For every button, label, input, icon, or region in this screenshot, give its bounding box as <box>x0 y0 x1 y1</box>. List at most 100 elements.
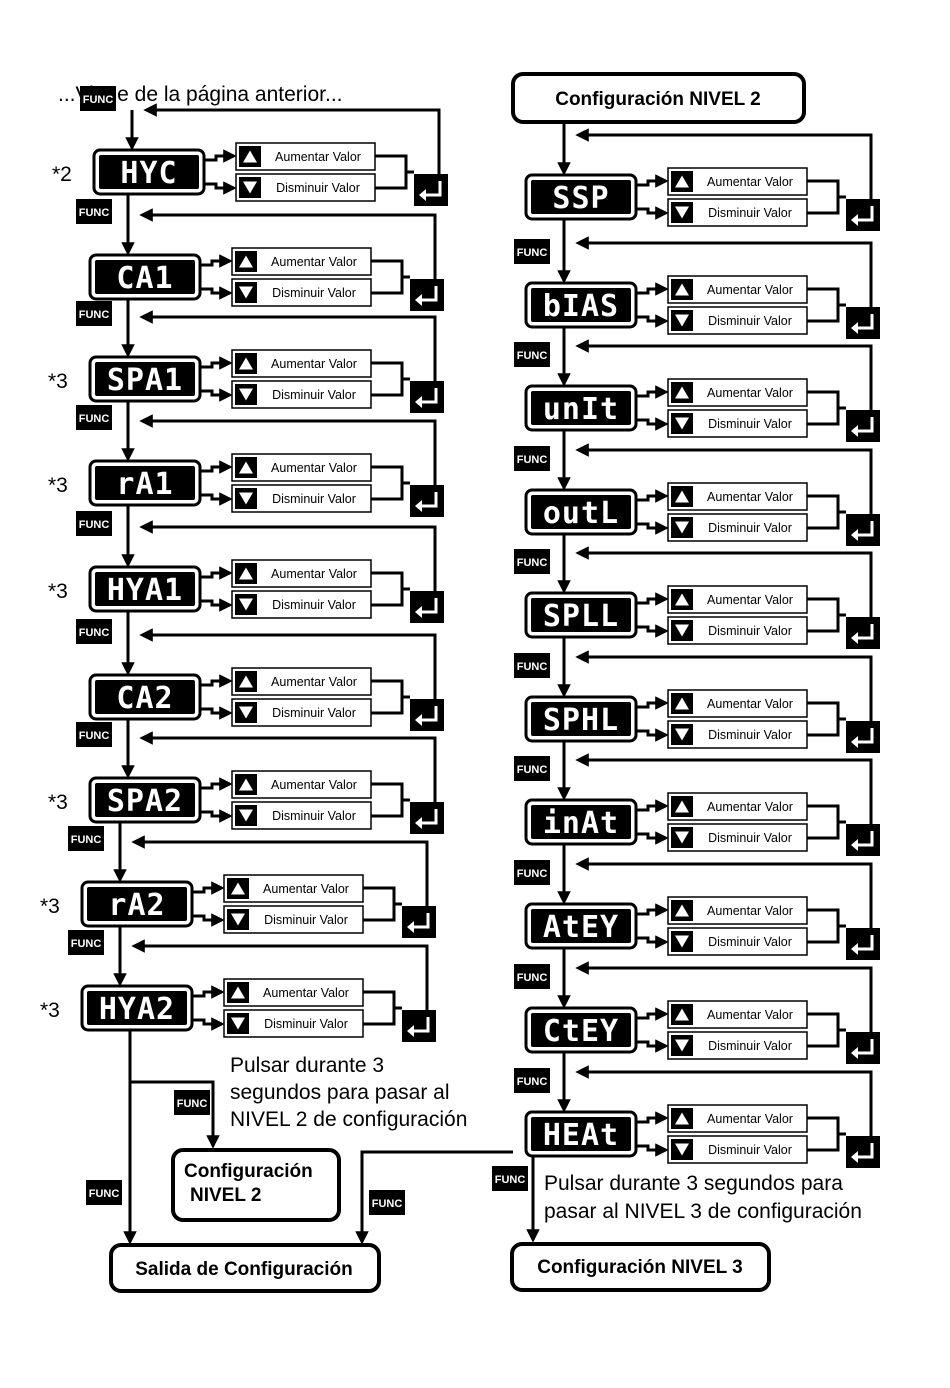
enter-key-icon <box>410 485 444 517</box>
to-down-button <box>636 624 669 638</box>
display-screen <box>99 155 199 189</box>
level2-top-terminal: Configuración NIVEL 2 <box>511 72 806 124</box>
enter-key-body <box>410 485 444 517</box>
up-triangle-icon <box>675 1008 689 1021</box>
func-key-label: FUNC <box>79 207 110 219</box>
to-up-button <box>200 777 233 791</box>
func-key-body <box>76 301 112 326</box>
return-loop <box>139 628 437 699</box>
down-button-label: Disminuir Valor <box>264 1017 348 1031</box>
to-up-button <box>192 881 225 895</box>
down-triangle-icon <box>239 706 253 719</box>
parameter-step: unIt <box>524 384 638 432</box>
return-loop <box>139 310 437 381</box>
exit-terminal: Salida de Configuración <box>109 1243 381 1293</box>
func-key-label: FUNC <box>79 627 110 639</box>
to-down-button <box>200 492 233 506</box>
note-left-line1: Pulsar durante 3 <box>230 1054 384 1077</box>
to-up-button <box>200 566 233 580</box>
note-right-line1: Pulsar durante 3 segundos para <box>544 1172 843 1195</box>
func-key-body <box>514 1068 550 1093</box>
display-screen <box>531 598 631 632</box>
up-button: Aumentar Valor <box>667 1104 808 1133</box>
enter-arrow-stroke <box>420 598 438 614</box>
button-bracket <box>807 179 840 215</box>
parameter-step: CtEY <box>524 1006 638 1054</box>
func-key-icon: FUNC <box>68 826 104 851</box>
to-down-button <box>636 728 669 742</box>
down-triangle-icon <box>675 314 689 327</box>
enter-arrow-head <box>851 1151 858 1163</box>
display-code: bIAS <box>543 289 619 324</box>
func-key-body <box>514 342 550 367</box>
up-button: Aumentar Valor <box>667 482 808 511</box>
parameter-step: SPLL <box>524 591 638 639</box>
up-button-label: Aumentar Valor <box>707 593 793 607</box>
func-key-icon: FUNC <box>86 1180 122 1205</box>
parameter-step: inAt <box>524 798 638 846</box>
enter-arrow-head <box>851 529 858 541</box>
display-code: HYA1 <box>107 573 183 608</box>
func-key-icon: FUNC <box>76 722 112 747</box>
func-key-label: FUNC <box>517 661 548 673</box>
down-button: Disminuir Valor <box>667 720 808 749</box>
display-screen <box>87 887 187 921</box>
display-screen <box>531 391 631 425</box>
up-button-label: Aumentar Valor <box>271 461 357 475</box>
down-triangle-icon <box>675 1039 689 1052</box>
display-screen <box>531 1117 631 1151</box>
parameter-step: CA1 <box>88 253 202 301</box>
down-triangle-icon <box>231 1017 245 1030</box>
enter-key-icon <box>846 928 880 960</box>
down-button-label: Disminuir Valor <box>708 728 792 742</box>
down-button: Disminuir Valor <box>667 306 808 335</box>
up-triangle-icon <box>239 567 253 580</box>
enter-key-icon <box>410 381 444 413</box>
up-button: Aumentar Valor <box>231 453 372 482</box>
down-triangle-icon <box>239 286 253 299</box>
step-note: *3 <box>48 474 68 497</box>
func-key-body <box>76 722 112 747</box>
button-bracket <box>807 1012 840 1048</box>
display-screen <box>87 991 187 1025</box>
down-button-label: Disminuir Valor <box>272 388 356 402</box>
down-button: Disminuir Valor <box>667 927 808 956</box>
return-loop <box>575 961 873 1032</box>
enter-key-body <box>402 906 436 938</box>
to-up-button <box>200 254 233 268</box>
to-down-button <box>204 181 237 195</box>
enter-arrow-stroke <box>420 492 438 508</box>
down-button-label: Disminuir Valor <box>276 181 360 195</box>
to-up-button <box>200 674 233 688</box>
func-key-label: FUNC <box>177 1098 208 1110</box>
down-button-label: Disminuir Valor <box>708 314 792 328</box>
down-button: Disminuir Valor <box>667 198 808 227</box>
up-button-label: Aumentar Valor <box>271 567 357 581</box>
func-key-icon: FUNC <box>76 199 112 224</box>
up-button: Aumentar Valor <box>667 1000 808 1029</box>
func-key-icon: FUNC <box>514 446 550 471</box>
parameter-step: outL <box>524 488 638 536</box>
enter-arrow-head <box>851 736 858 748</box>
level2-box-line1: Configuración <box>184 1161 313 1182</box>
enter-arrow-stroke <box>856 314 874 330</box>
func-key-icon: FUNC <box>369 1190 405 1215</box>
down-button: Disminuir Valor <box>667 409 808 438</box>
to-up-button <box>636 282 669 296</box>
enter-key-icon <box>414 174 448 206</box>
parameter-step: SSP <box>524 173 638 221</box>
exit-label: Salida de Configuración <box>135 1259 352 1280</box>
display-screen <box>95 466 195 500</box>
return-loop <box>575 339 873 410</box>
enter-key-body <box>846 410 880 442</box>
parameter-step: SPA2*3 <box>48 776 202 824</box>
down-triangle-icon <box>675 624 689 637</box>
return-loop <box>575 1065 873 1136</box>
func-key-body <box>514 653 550 678</box>
to-down-button <box>200 286 233 300</box>
to-up-button <box>636 799 669 813</box>
to-up-button <box>636 903 669 917</box>
func-key-icon: FUNC <box>76 619 112 644</box>
enter-arrow-head <box>851 839 858 851</box>
display-code: outL <box>543 496 619 531</box>
